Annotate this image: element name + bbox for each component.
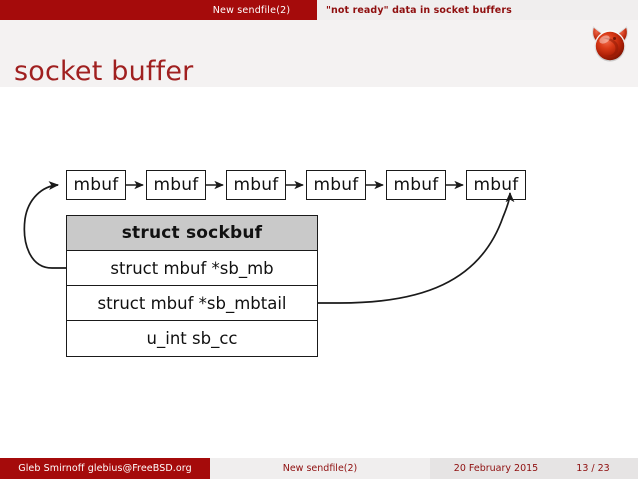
footer-page-number: 13 / 23 xyxy=(576,463,610,474)
header-left-filler xyxy=(0,0,186,20)
sockbuf-table-header: struct sockbuf xyxy=(67,216,317,251)
mbuf-box-4: mbuf xyxy=(306,170,366,200)
sockbuf-field-sb-mbtail: struct mbuf *sb_mbtail xyxy=(67,286,317,321)
footer-presentation-title: New sendfile(2) xyxy=(210,458,430,479)
sockbuf-field-sb-cc: u_int sb_cc xyxy=(146,329,238,348)
header-section-new-sendfile[interactable]: New sendfile(2) xyxy=(186,0,317,20)
footer-author: Gleb Smirnoff glebius@FreeBSD.org xyxy=(0,458,210,479)
page-title: socket buffer xyxy=(14,56,194,87)
slide-title-band: socket buffer xyxy=(0,20,638,87)
mbuf-box-1: mbuf xyxy=(66,170,126,200)
sockbuf-field-sb-mb: struct mbuf *sb_mb xyxy=(67,251,317,286)
sb-mb-pointer-arrow xyxy=(23,181,66,269)
footer-bar: Gleb Smirnoff glebius@FreeBSD.org New se… xyxy=(0,451,638,479)
freebsd-beastie-logo-icon xyxy=(588,22,632,66)
sockbuf-struct-table: struct sockbuf struct mbuf *sb_mb struct… xyxy=(66,215,318,357)
mbuf-box-5: mbuf xyxy=(386,170,446,200)
header-subsection-not-ready-data[interactable]: "not ready" data in socket buffers xyxy=(317,0,638,20)
header-navigation-bar: New sendfile(2) "not ready" data in sock… xyxy=(0,0,638,20)
footer-date: 20 February 2015 xyxy=(453,463,539,474)
mbuf-box-6: mbuf xyxy=(466,170,526,200)
mbuf-box-3: mbuf xyxy=(226,170,286,200)
footer-meta: 20 February 2015 13 / 23 xyxy=(430,458,638,479)
sb-mbtail-pointer-arrow xyxy=(318,191,515,304)
mbuf-box-2: mbuf xyxy=(146,170,206,200)
slide-content-area: mbuf mbuf mbuf mbuf mbuf mbuf struct soc… xyxy=(0,87,638,451)
